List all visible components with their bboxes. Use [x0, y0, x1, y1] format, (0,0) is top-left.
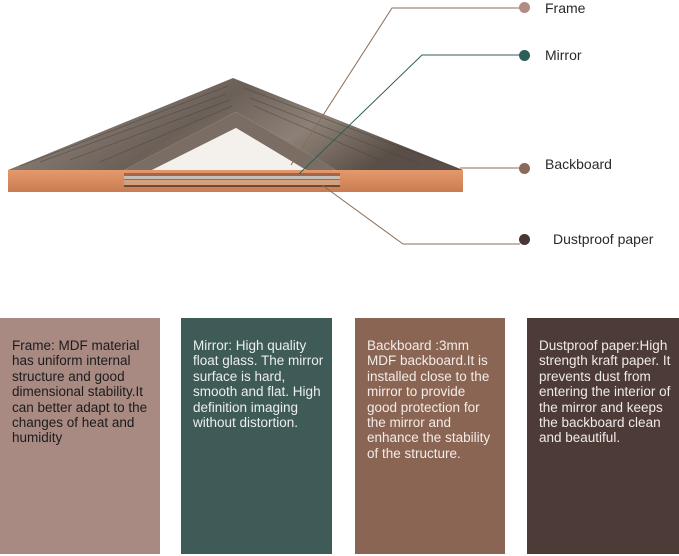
mirror-description-text: Mirror: High quality float glass. The mi… — [193, 338, 324, 431]
legend-dot-frame — [519, 2, 530, 13]
leader-line-frame — [290, 7, 522, 166]
dustproof-description-text: Dustproof paper:High strength kraft pape… — [539, 338, 671, 446]
legend-label-dustproof: Dustproof paper — [553, 231, 654, 247]
mirror-layer — [124, 176, 340, 179]
mirror-opening — [152, 128, 306, 170]
backboard-description-panel: Backboard :3mm MDF backboard.It is insta… — [355, 318, 505, 554]
leader-lines — [290, 7, 522, 245]
backboard-description-text: Backboard :3mm MDF backboard.It is insta… — [367, 338, 491, 461]
frame-description-text: Frame: MDF material has uniform internal… — [12, 338, 148, 446]
legend-dot-dustproof — [519, 234, 530, 245]
backboard-layer — [124, 180, 340, 185]
dustproof-layer — [124, 185, 340, 187]
leader-line-dustproof — [321, 184, 520, 245]
legend-label-mirror: Mirror — [545, 47, 582, 63]
leader-line-mirror — [298, 54, 520, 175]
frame-inner-edge — [124, 112, 336, 170]
legend-label-frame: Frame — [545, 0, 586, 16]
legend-label-backboard: Backboard — [545, 156, 612, 172]
frame-description-panel: Frame: MDF material has uniform internal… — [0, 318, 160, 554]
frame-cross-section-diagram — [8, 7, 522, 245]
legend-dot-mirror — [519, 50, 530, 61]
dustproof-description-panel: Dustproof paper:High strength kraft pape… — [527, 318, 679, 554]
legend-dot-backboard — [519, 163, 530, 174]
mirror-description-panel: Mirror: High quality float glass. The mi… — [181, 318, 332, 554]
